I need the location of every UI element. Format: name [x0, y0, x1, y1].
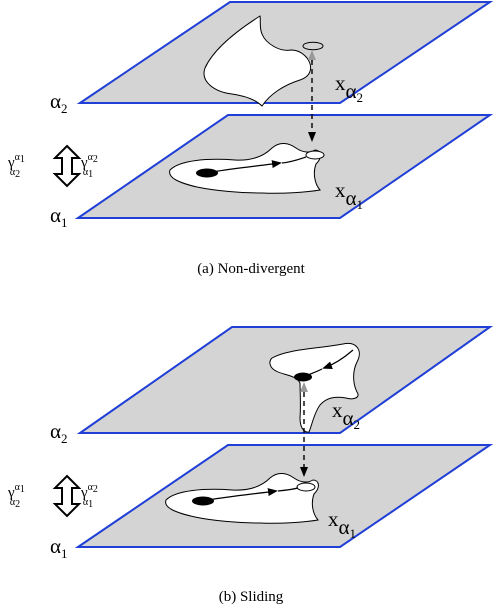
- x-label-upper-a: xα2: [335, 71, 363, 105]
- x-label-upper-b: xα2: [332, 398, 360, 432]
- sliding-spot-lower-b: [296, 482, 316, 492]
- plane-label-upper-a: α2: [50, 89, 68, 116]
- x-label-lower-a: xα1: [335, 178, 363, 212]
- start-dot-a: [196, 168, 218, 178]
- double-arrow-b: [52, 474, 82, 518]
- sliding-spot-upper-b: [294, 372, 312, 382]
- x-label-lower-b: xα1: [328, 507, 356, 541]
- sliding-spot-lower-a: [305, 150, 325, 160]
- trajectory-a: [211, 160, 282, 173]
- caption-b: (b) Sliding: [219, 589, 284, 605]
- plane-upper-b: [76, 326, 494, 434]
- double-arrow-a: [52, 144, 82, 188]
- region-upper-a: [203, 15, 312, 107]
- region-lower-b: [165, 473, 319, 524]
- plane-label-lower-b: α1: [50, 534, 68, 561]
- caption-a: (a) Non-divergent: [197, 261, 305, 277]
- trajectory-upper-b: [322, 349, 354, 370]
- trajectory-a-end: [281, 156, 307, 164]
- trajectory-lower-b: [207, 488, 278, 501]
- trajectory-lower-b-end: [277, 487, 299, 492]
- trajectory-upper-b-end: [305, 368, 323, 377]
- plane-label-upper-b: α2: [50, 419, 68, 446]
- plane-label-lower-a: α1: [50, 203, 68, 230]
- start-dot-b: [192, 496, 214, 506]
- sliding-spot-upper-a: [302, 41, 324, 51]
